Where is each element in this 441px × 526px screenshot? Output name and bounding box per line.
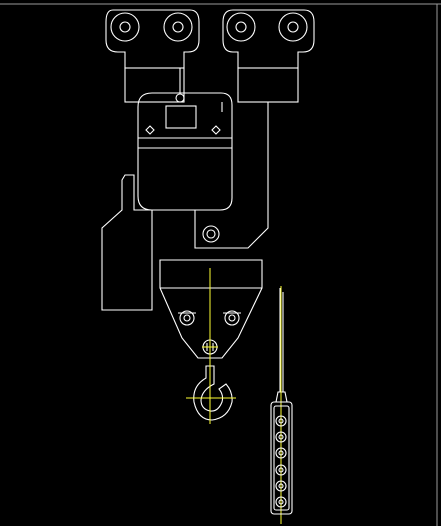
nameplate: [165, 105, 197, 129]
motor-housing: [137, 92, 233, 211]
left-wheel-a: [110, 12, 140, 42]
hook-block: [159, 259, 263, 359]
pendant-button-1: [275, 415, 287, 427]
sheave-right: [224, 310, 240, 326]
pendant-button-3: [275, 447, 287, 459]
left-wheel-b: [163, 12, 193, 42]
crane-hook: [193, 365, 233, 421]
left-trolley-wheel-assembly: [105, 9, 200, 103]
right-wheel-a: [226, 12, 256, 42]
pendant-button-5: [275, 480, 287, 492]
right-wheel-b: [278, 12, 308, 42]
pendant-button-6: [275, 496, 287, 508]
pendant-control-station: [270, 401, 293, 515]
side-plate-bolt: [202, 225, 220, 243]
right-trolley-wheel-assembly: [222, 9, 315, 103]
hook-centerline: [186, 268, 236, 424]
hoist-side-plate: [160, 102, 269, 249]
pendant-button-2: [275, 431, 287, 443]
sheave-left: [179, 310, 195, 326]
pendant-button-4: [275, 464, 287, 476]
electrical-box: [101, 174, 153, 311]
drawing-frame: [0, 3, 441, 526]
